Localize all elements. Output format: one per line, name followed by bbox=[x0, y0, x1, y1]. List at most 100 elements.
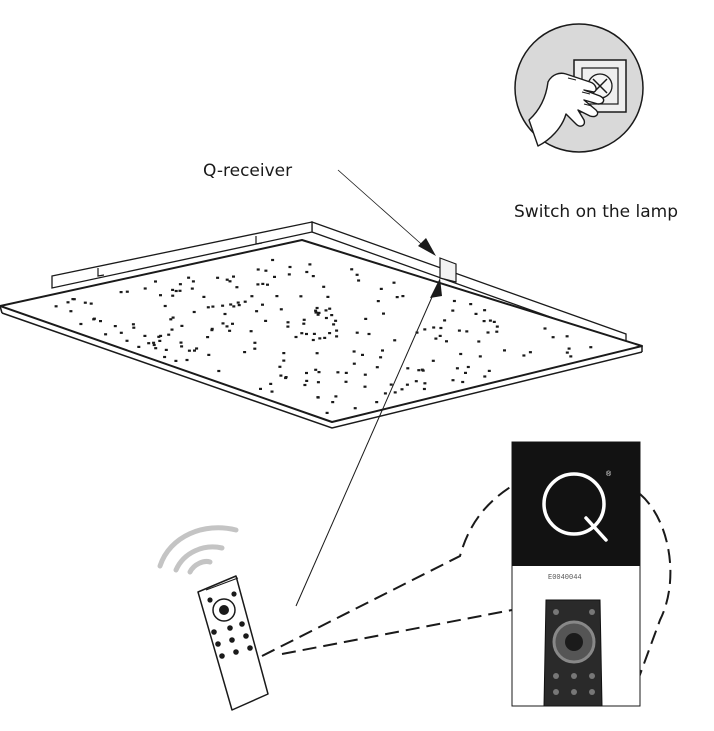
star-dot bbox=[522, 354, 526, 357]
wireless-signal-icon bbox=[157, 525, 239, 575]
star-dot bbox=[393, 339, 397, 342]
star-dot bbox=[72, 298, 76, 301]
star-dot bbox=[352, 350, 356, 353]
star-dot bbox=[495, 325, 499, 328]
star-dot bbox=[154, 347, 158, 350]
star-dot bbox=[423, 328, 427, 331]
star-dot bbox=[367, 332, 371, 336]
star-dot bbox=[363, 385, 367, 388]
star-dot bbox=[495, 330, 499, 333]
star-dot bbox=[167, 333, 171, 336]
star-dot bbox=[382, 312, 385, 315]
star-dot bbox=[312, 332, 316, 335]
star-dot bbox=[250, 295, 254, 298]
star-dot bbox=[256, 268, 260, 271]
star-dot bbox=[311, 338, 315, 342]
star-dot bbox=[422, 387, 426, 391]
star-dot bbox=[157, 335, 161, 338]
star-dot bbox=[228, 329, 232, 332]
star-dot bbox=[543, 327, 547, 330]
star-dot bbox=[315, 352, 319, 355]
star-dot bbox=[455, 367, 459, 370]
star-dot bbox=[302, 322, 306, 325]
star-dot bbox=[305, 270, 309, 274]
star-dot bbox=[328, 332, 332, 335]
star-dot bbox=[119, 291, 123, 294]
q-product-box: ® bbox=[511, 441, 641, 707]
star-dot bbox=[264, 319, 268, 322]
star-dot bbox=[269, 382, 273, 385]
star-dot bbox=[275, 295, 279, 298]
star-dot bbox=[221, 322, 225, 325]
star-dot bbox=[305, 371, 308, 375]
star-dot bbox=[451, 309, 455, 312]
star-dot bbox=[54, 305, 58, 308]
switch-on-label: Switch on the lamp bbox=[514, 202, 678, 222]
star-dot bbox=[164, 348, 168, 351]
star-dot bbox=[381, 349, 384, 352]
star-dot bbox=[137, 345, 141, 348]
star-dot bbox=[284, 376, 288, 379]
star-dot bbox=[420, 368, 424, 371]
star-dot bbox=[332, 323, 336, 326]
star-dot bbox=[389, 383, 393, 386]
star-dot bbox=[459, 352, 463, 356]
star-dot bbox=[271, 258, 275, 262]
star-dot bbox=[159, 294, 162, 297]
star-dot bbox=[305, 332, 308, 336]
star-dot bbox=[125, 339, 129, 342]
star-dot bbox=[163, 304, 167, 308]
star-dot bbox=[147, 342, 151, 345]
star-dots bbox=[54, 258, 593, 414]
star-dot bbox=[303, 383, 307, 387]
star-dot bbox=[478, 355, 482, 358]
product-code-label: E0040044 bbox=[548, 574, 582, 582]
star-dot bbox=[335, 335, 339, 338]
star-dot bbox=[180, 345, 184, 348]
star-dot bbox=[261, 282, 265, 285]
star-dot bbox=[326, 295, 330, 298]
star-dot bbox=[431, 359, 435, 362]
star-dot bbox=[225, 325, 229, 328]
star-dot bbox=[190, 287, 194, 290]
hand-switch-icon bbox=[514, 23, 644, 153]
star-dot bbox=[316, 396, 320, 399]
star-dot bbox=[492, 320, 496, 323]
star-dot bbox=[83, 301, 87, 304]
star-dot bbox=[279, 308, 283, 311]
star-dot bbox=[171, 288, 175, 291]
star-dot bbox=[223, 312, 227, 316]
star-dot bbox=[300, 332, 304, 335]
star-dot bbox=[279, 374, 283, 377]
star-dot bbox=[483, 375, 487, 378]
star-dot bbox=[325, 411, 329, 414]
star-dot bbox=[178, 283, 182, 286]
star-dot bbox=[266, 283, 269, 286]
star-dot bbox=[324, 309, 328, 312]
star-dot bbox=[379, 356, 383, 359]
callout-lines bbox=[261, 485, 672, 681]
star-dot bbox=[195, 347, 199, 350]
star-dot bbox=[452, 299, 456, 303]
star-dot bbox=[393, 391, 397, 394]
star-dot bbox=[323, 336, 327, 339]
star-dot bbox=[318, 337, 322, 340]
star-dot bbox=[178, 289, 182, 292]
star-dot bbox=[317, 371, 321, 374]
star-dot bbox=[193, 349, 196, 352]
star-dot bbox=[469, 303, 473, 306]
star-dot bbox=[287, 273, 291, 276]
star-dot bbox=[255, 310, 259, 313]
star-dot bbox=[159, 334, 163, 337]
star-dot bbox=[237, 304, 241, 307]
star-dot bbox=[352, 362, 356, 365]
q-logo-icon bbox=[542, 472, 608, 542]
star-dot bbox=[192, 310, 196, 314]
star-dot bbox=[243, 351, 247, 354]
star-dot bbox=[125, 290, 129, 293]
star-dot bbox=[99, 320, 102, 323]
star-dot bbox=[464, 371, 467, 374]
star-dot bbox=[158, 339, 162, 342]
star-dot bbox=[364, 317, 368, 320]
star-dot bbox=[379, 287, 383, 290]
